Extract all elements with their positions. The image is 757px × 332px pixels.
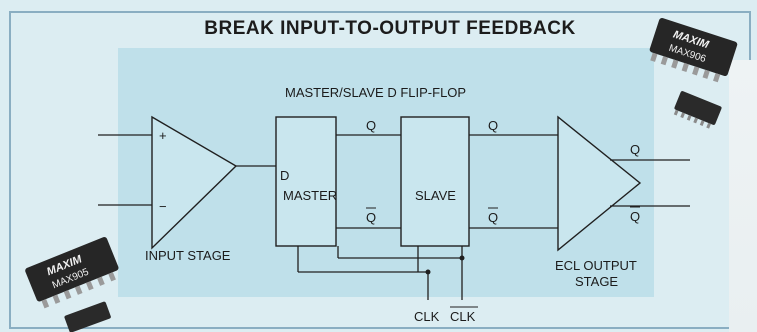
master-q-label: Q — [366, 118, 376, 133]
minus-sign: − — [159, 199, 167, 214]
slave-q-label: Q — [488, 118, 498, 133]
clk-junction-dot — [426, 270, 431, 275]
clk-label: CLK — [414, 309, 440, 324]
max906-body — [649, 17, 738, 77]
ecl-output-amplifier — [558, 117, 640, 250]
flipflop-label: MASTER/SLAVE D FLIP-FLOP — [285, 85, 466, 100]
master-qbar-label: Q — [366, 210, 376, 225]
max906-chip: MAXIM MAX906 — [646, 17, 738, 84]
slave-latch — [401, 117, 469, 246]
master-label: MASTER — [283, 188, 337, 203]
max905-chip: MAXIM MAX905 — [24, 236, 122, 310]
slave-label: SLAVE — [415, 188, 456, 203]
plus-sign: + — [159, 128, 167, 143]
output-q-label: Q — [630, 142, 640, 157]
output-stage-label-line1: ECL OUTPUT — [555, 258, 637, 273]
input-stage-label: INPUT STAGE — [145, 248, 231, 263]
slave-qbar-label: Q — [488, 210, 498, 225]
clkbar-junction-dot — [460, 256, 465, 261]
output-qbar-label: Q — [630, 209, 640, 224]
clkbar-label: CLK — [450, 309, 476, 324]
master-d-label: D — [280, 168, 289, 183]
small-chip-top — [672, 90, 722, 130]
small-chip-bottom — [64, 301, 112, 332]
max905-body — [24, 236, 119, 302]
output-stage-label-line2: STAGE — [575, 274, 618, 289]
